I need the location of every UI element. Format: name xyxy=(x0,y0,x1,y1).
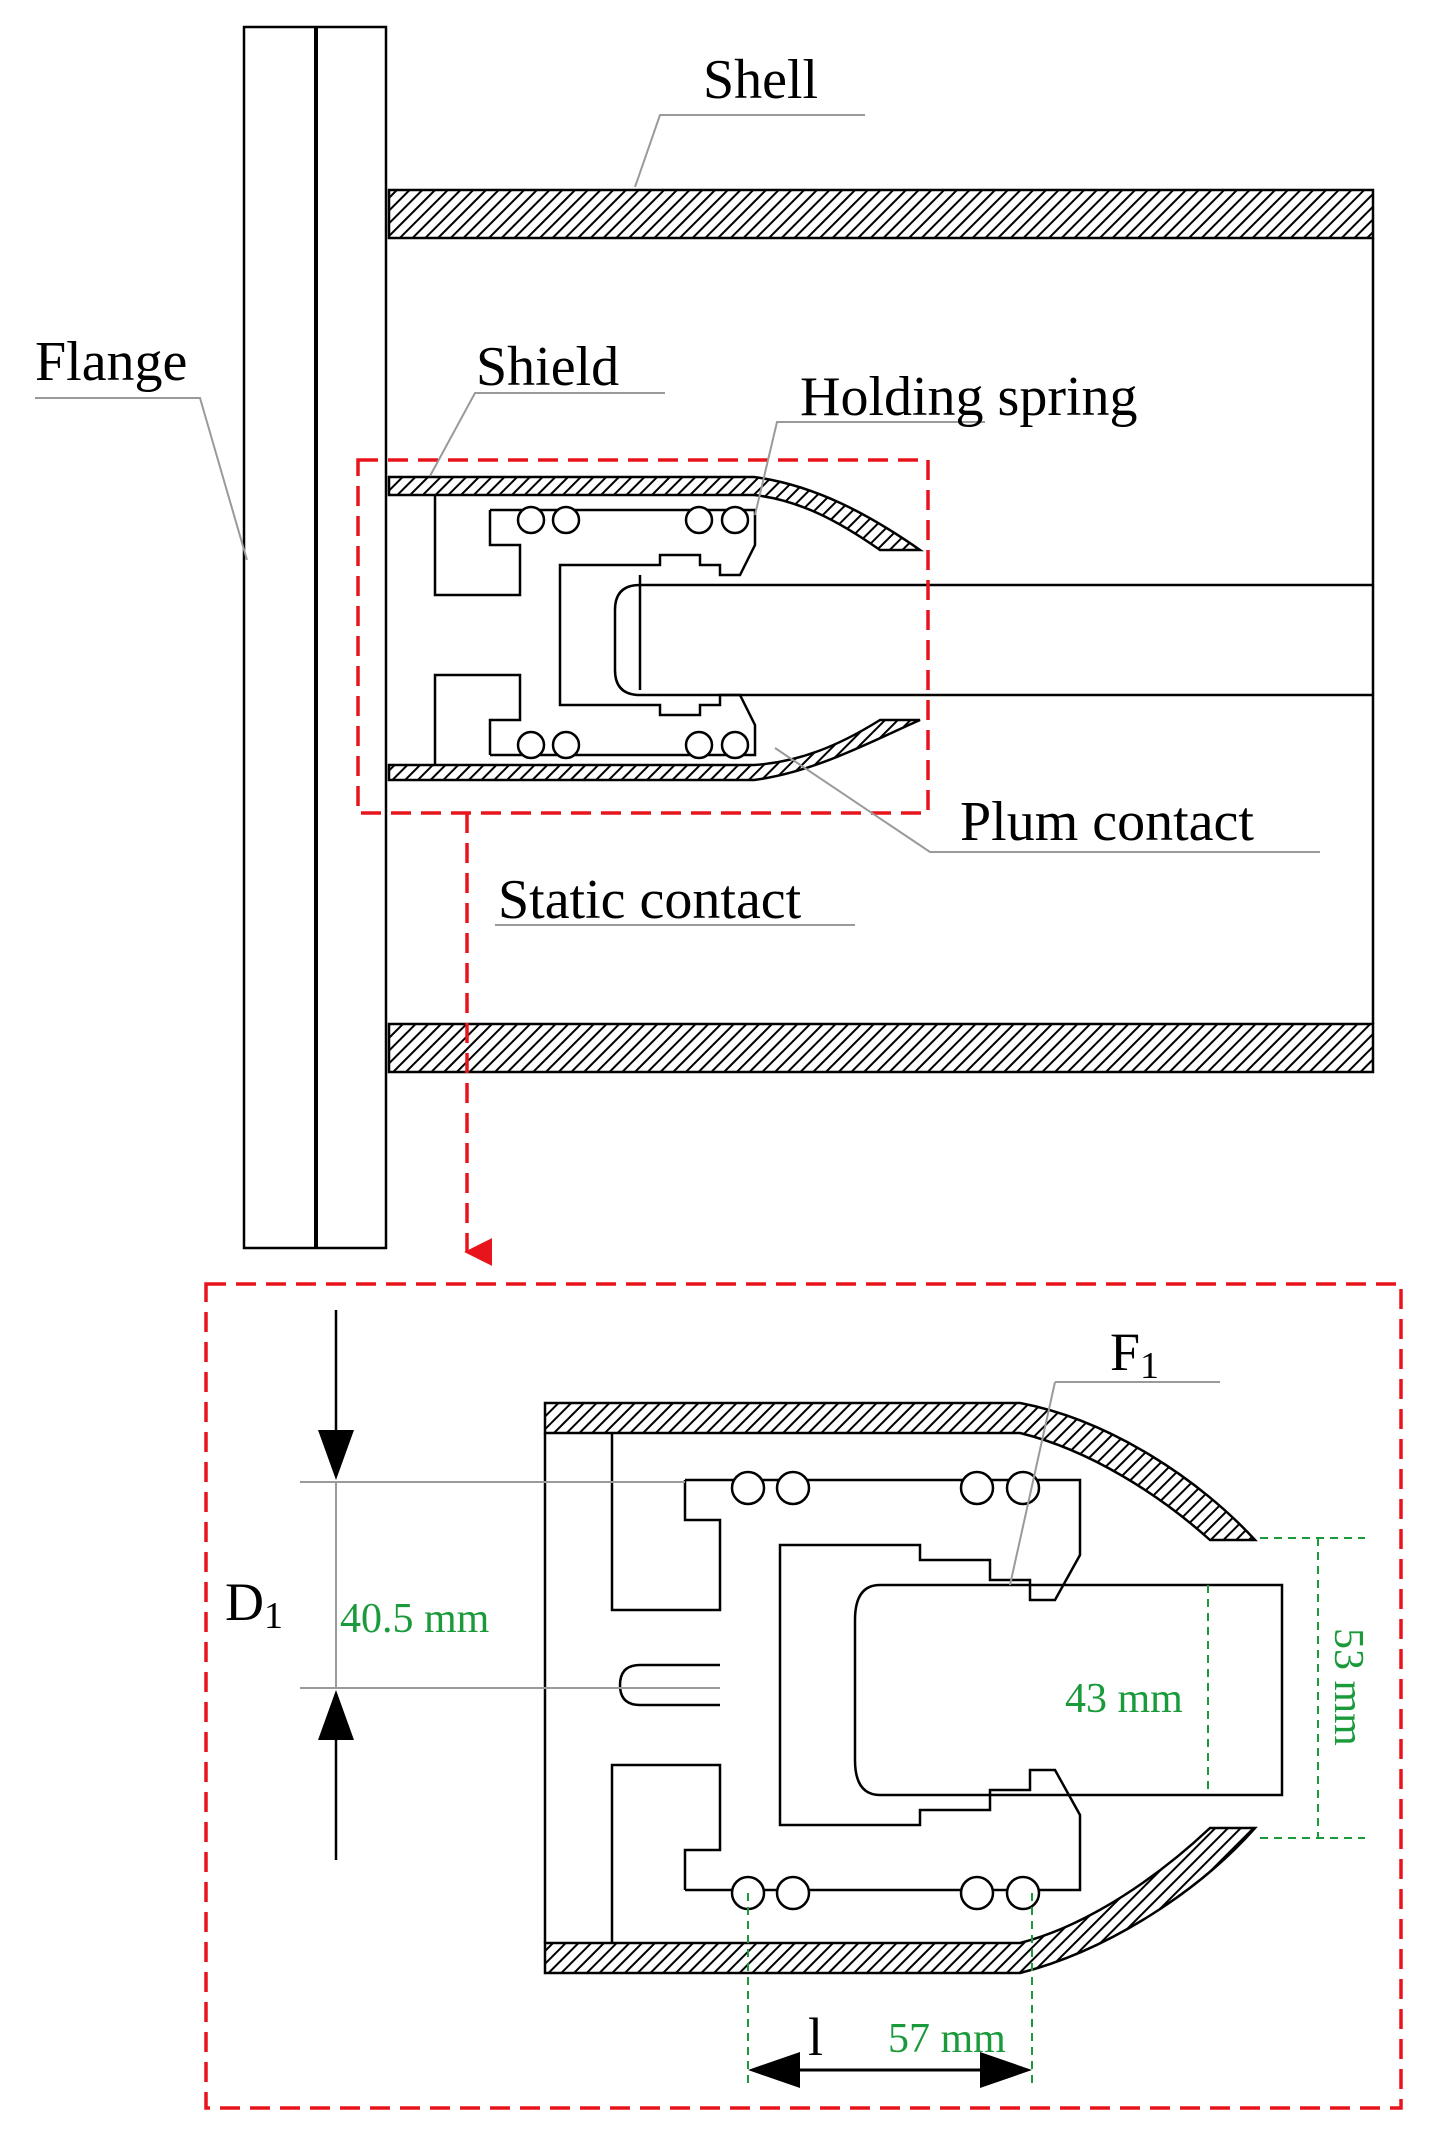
detail-holding-spring xyxy=(730,1470,1041,1911)
d1-dimension xyxy=(300,1310,720,1860)
dim-length: 57 mm xyxy=(888,2016,1006,2062)
dim-inner: 43 mm xyxy=(1065,1676,1183,1722)
highlight-box xyxy=(356,458,930,815)
holding-spring-top xyxy=(516,505,750,760)
dim-outer: 53 mm xyxy=(1325,1628,1371,1746)
length-arrow xyxy=(748,2052,1032,2088)
detail-shield xyxy=(543,1401,1258,1975)
static-contact-top xyxy=(433,495,757,765)
plum-contact-top xyxy=(613,575,1373,697)
leader-lines xyxy=(35,114,1320,926)
label-d1: D1 xyxy=(225,1572,283,1637)
shell xyxy=(387,188,1375,1074)
label-holding-spring: Holding spring xyxy=(800,366,1138,428)
label-length: l xyxy=(808,2007,823,2067)
label-shell: Shell xyxy=(703,49,818,111)
label-plum-contact: Plum contact xyxy=(960,791,1254,853)
shield-top xyxy=(387,475,924,782)
label-static-contact: Static contact xyxy=(498,869,802,931)
flange xyxy=(242,25,388,1250)
detail-box xyxy=(204,1282,1403,2110)
label-f1: F1 xyxy=(1110,1322,1159,1387)
f1-leader xyxy=(1009,1381,1056,1586)
label-flange: Flange xyxy=(35,331,187,393)
green-dimensions xyxy=(747,1537,1365,2088)
dim-d1: 40.5 mm xyxy=(340,1596,490,1642)
detail-static-contact xyxy=(543,1433,1082,1943)
label-shield: Shield xyxy=(476,336,619,398)
detail-plum-contact xyxy=(853,1583,1284,1797)
